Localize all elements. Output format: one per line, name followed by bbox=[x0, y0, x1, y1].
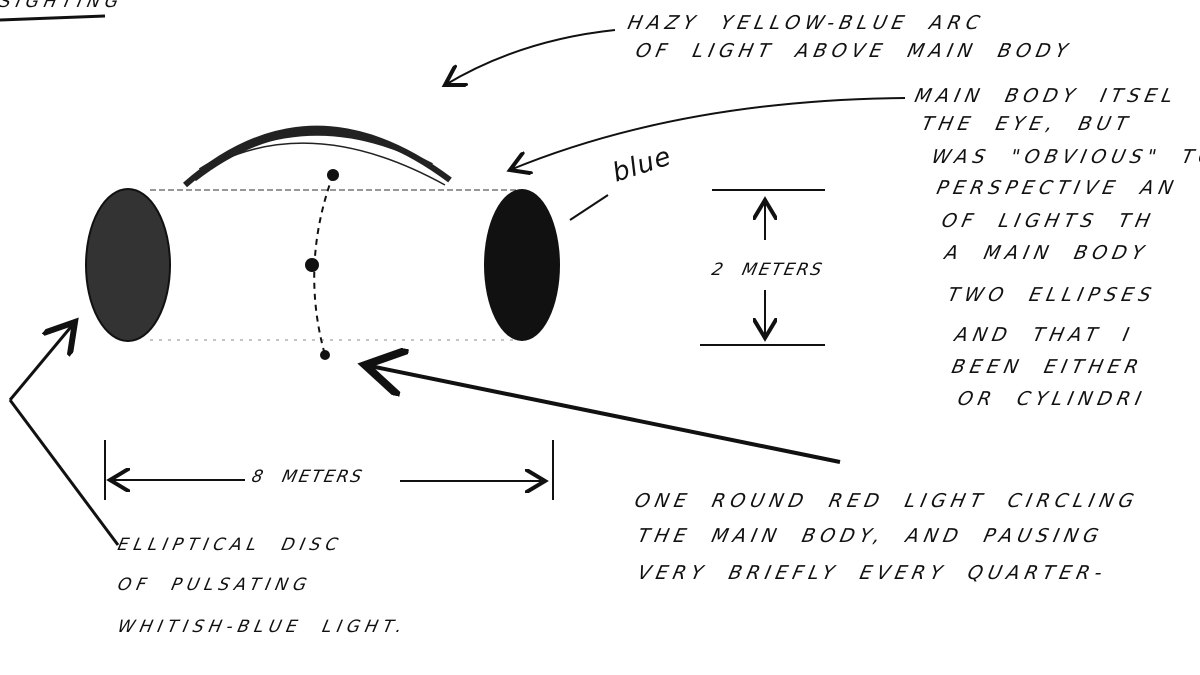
left-elliptical-disc bbox=[85, 188, 171, 342]
main-body-label-line: THE EYE, BUT bbox=[919, 113, 1135, 135]
right-elliptical-disc bbox=[484, 189, 560, 341]
hazy-arc bbox=[183, 125, 452, 188]
arc-label-line: OF LIGHT ABOVE MAIN BODY bbox=[633, 40, 1075, 62]
main-body-pointer-arrow bbox=[510, 97, 906, 170]
disc-label-line: OF PULSATING bbox=[115, 575, 314, 595]
main-body-label-line: A MAIN BODY bbox=[942, 242, 1151, 264]
main-body-label-line: OF LIGHTS TH bbox=[939, 210, 1158, 232]
red-light-label-line: ONE ROUND RED LIGHT CIRCLING bbox=[632, 490, 1141, 512]
disc-label-line: ELLIPTICAL DISC bbox=[115, 535, 345, 555]
width-label: 8 METERS bbox=[249, 467, 366, 487]
disc-pointer-arrow bbox=[8, 322, 75, 401]
main-body-label-line: MAIN BODY ITSEL bbox=[912, 85, 1180, 107]
red-light-dot bbox=[320, 350, 330, 360]
disc-label-line: WHITISH-BLUE LIGHT. bbox=[115, 617, 409, 637]
blue-pointer-line bbox=[569, 194, 609, 221]
main-body-label-line: WAS "OBVIOUS" TO bbox=[929, 146, 1200, 168]
arc-pointer-arrow bbox=[445, 29, 616, 85]
main-body-label-line: TWO ELLIPSES bbox=[945, 284, 1159, 306]
disc-pointer-line bbox=[8, 399, 120, 546]
red-light-pointer-arrow bbox=[365, 365, 841, 464]
main-body-label-line: BEEN EITHER bbox=[949, 356, 1146, 378]
header-underline bbox=[0, 14, 106, 22]
main-body-label-line: PERSPECTIVE AN bbox=[934, 177, 1181, 199]
arc-label-line: HAZY YELLOW-BLUE ARC bbox=[625, 12, 987, 34]
red-light-dot bbox=[327, 169, 339, 181]
red-light-label-line: VERY BRIEFLY EVERY QUARTER- bbox=[635, 562, 1109, 584]
main-body-label-line: AND THAT I bbox=[952, 324, 1136, 346]
main-body-label-line: OR CYLINDRI bbox=[955, 388, 1149, 410]
header-fragment: SIGHTING bbox=[0, 0, 126, 12]
red-light-label-line: THE MAIN BODY, AND PAUSING bbox=[635, 525, 1106, 547]
red-light-dot bbox=[305, 258, 319, 272]
height-label: 2 METERS bbox=[709, 260, 826, 280]
